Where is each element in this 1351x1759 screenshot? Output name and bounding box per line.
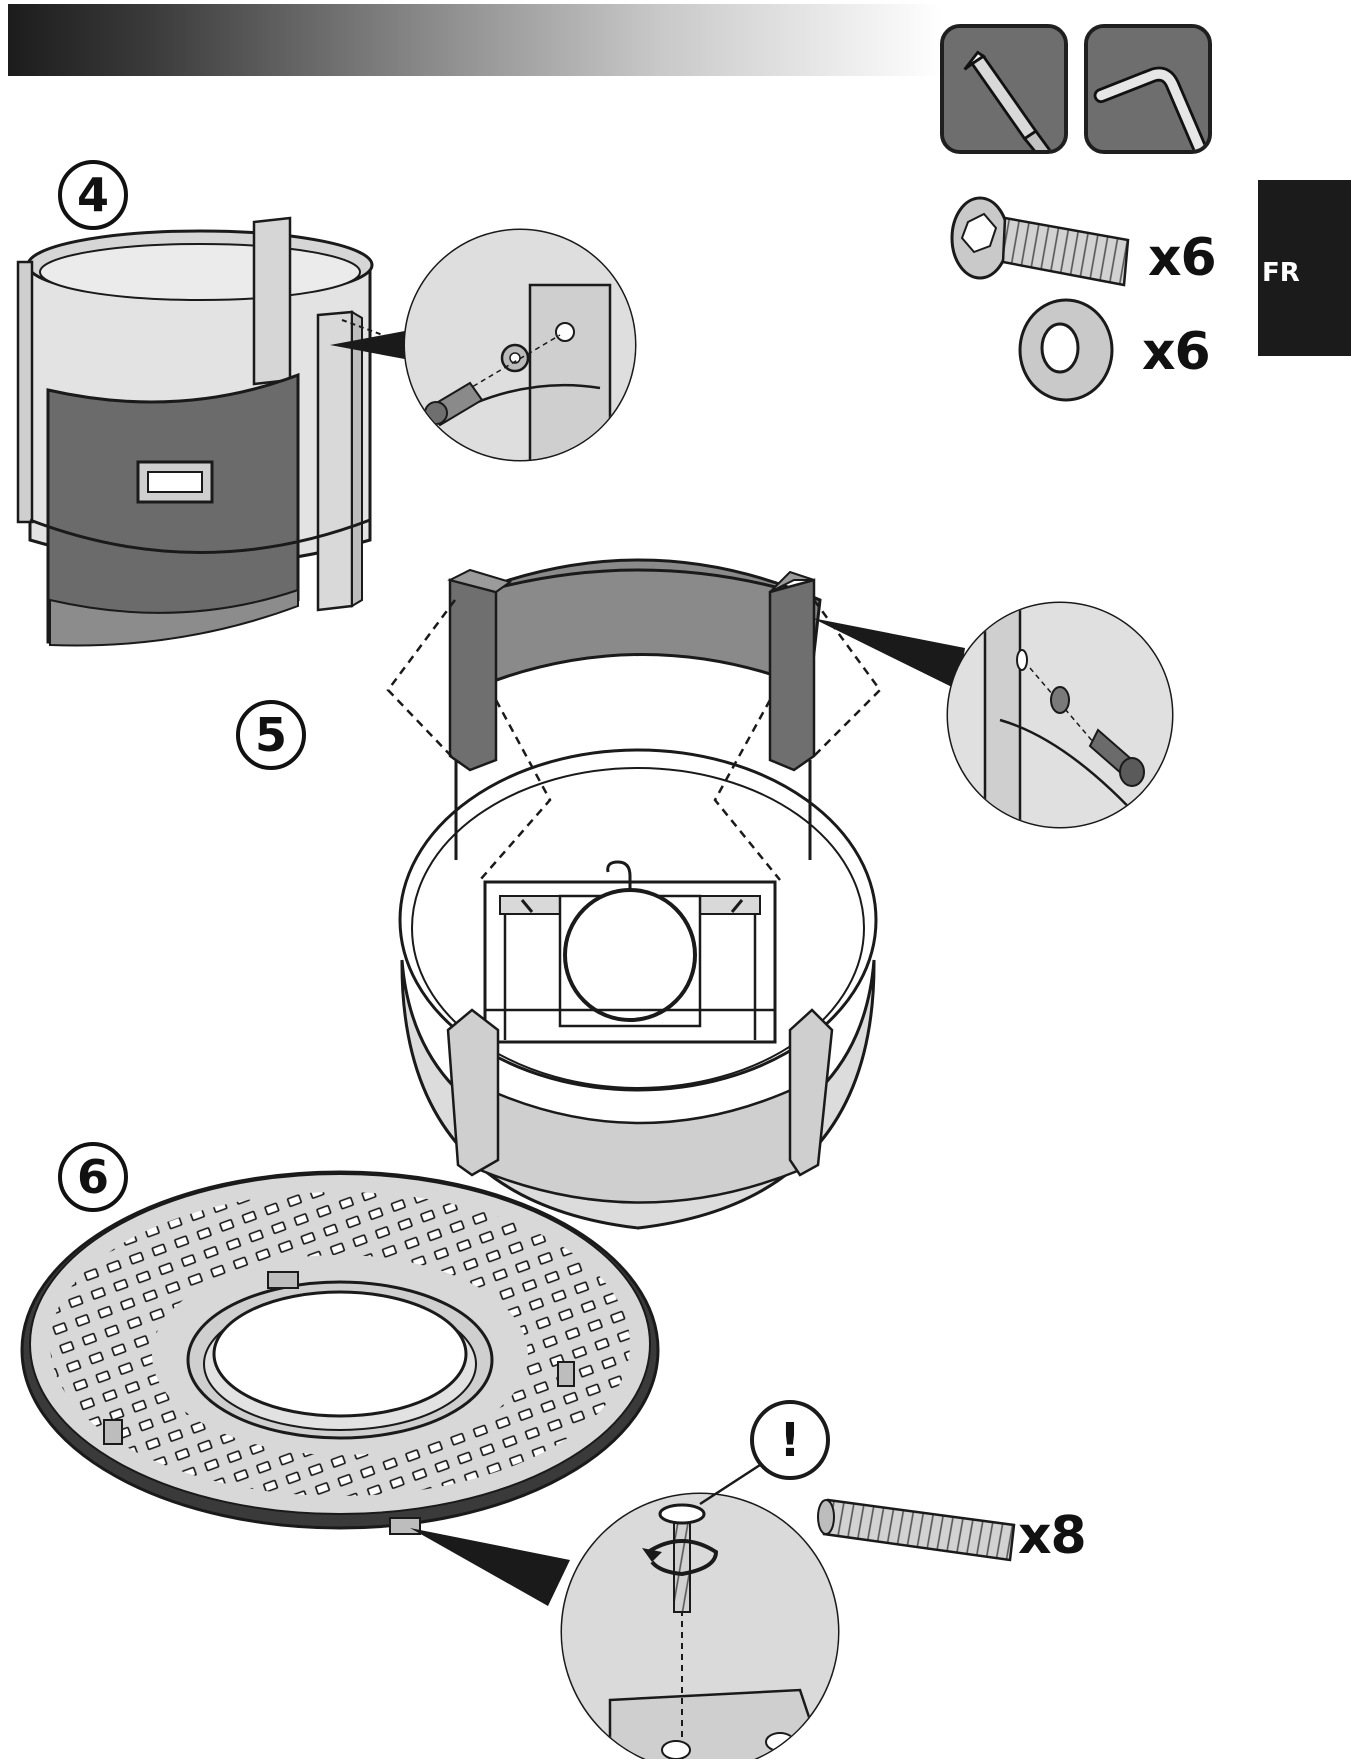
washer-quantity: x6 xyxy=(1142,322,1211,382)
washer-icon xyxy=(1018,298,1114,402)
bolt-quantity: x6 xyxy=(1148,228,1217,288)
step5-assembly-drawing xyxy=(386,558,1174,1230)
allen-key-tool-box xyxy=(1084,24,1212,154)
language-tab: FR xyxy=(1258,180,1351,356)
step6-assembly-drawing xyxy=(20,1170,1016,1759)
step-number-5: 5 xyxy=(236,700,306,770)
step-number-4: 4 xyxy=(58,160,128,230)
flathead-screwdriver-icon xyxy=(944,28,1064,150)
header-gradient-bar xyxy=(8,4,943,76)
allen-key-icon xyxy=(1088,28,1208,150)
warning-icon: ! xyxy=(779,1413,801,1467)
screwdriver-tool-box xyxy=(940,24,1068,154)
bolt-icon xyxy=(950,196,1130,287)
step-number-6: 6 xyxy=(58,1142,128,1212)
threaded-rod-quantity: x8 xyxy=(1018,1506,1087,1566)
language-label: FR xyxy=(1262,258,1300,288)
step4-assembly-drawing xyxy=(16,216,637,647)
